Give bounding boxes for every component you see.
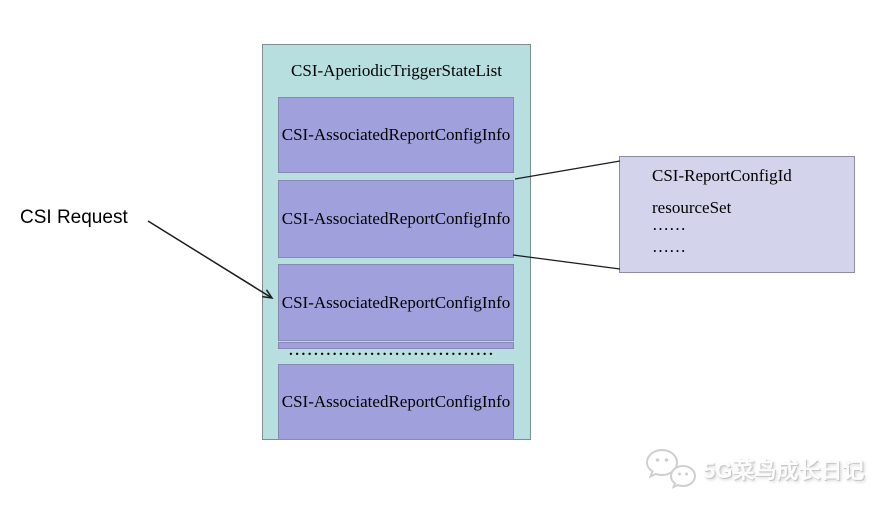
trigger-state-list-title: CSI-AperiodicTriggerStateList [291, 61, 502, 80]
omitted-entries-dots: ................................. [289, 343, 496, 359]
partial-entry-box-sliver [278, 342, 514, 349]
report-config-info-box-1: CSI-AssociatedReportConfigInfo [278, 97, 514, 173]
report-config-info-box-3: CSI-AssociatedReportConfigInfo [278, 264, 514, 341]
report-config-detail-box: CSI-ReportConfigId resourceSet …… …… [619, 156, 855, 273]
report-config-info-box-4: CSI-AssociatedReportConfigInfo [278, 364, 514, 440]
csi-request-label: CSI Request [20, 207, 128, 228]
report-config-info-label: CSI-AssociatedReportConfigInfo [281, 392, 511, 411]
detail-ellipsis-1: …… [652, 215, 686, 234]
report-config-info-label: CSI-AssociatedReportConfigInfo [281, 292, 511, 312]
detail-report-config-id: CSI-ReportConfigId [652, 166, 792, 185]
detail-resource-set: resourceSet [652, 198, 732, 217]
detail-ellipsis-2: …… [652, 237, 686, 256]
csi-request-arrow [147, 220, 274, 299]
report-config-info-label: CSI-AssociatedReportConfigInfo [281, 209, 511, 228]
report-config-info-box-2: CSI-AssociatedReportConfigInfo [278, 180, 514, 258]
watermark-text: 5G菜鸟成长日记 [703, 458, 865, 483]
watermark: 5G菜鸟成长日记 [645, 447, 864, 491]
wechat-bubbles-icon [645, 448, 697, 489]
trigger-state-list-box: CSI-AperiodicTriggerStateList CSI-Associ… [262, 44, 531, 440]
report-config-info-label: CSI-AssociatedReportConfigInfo [281, 125, 511, 144]
